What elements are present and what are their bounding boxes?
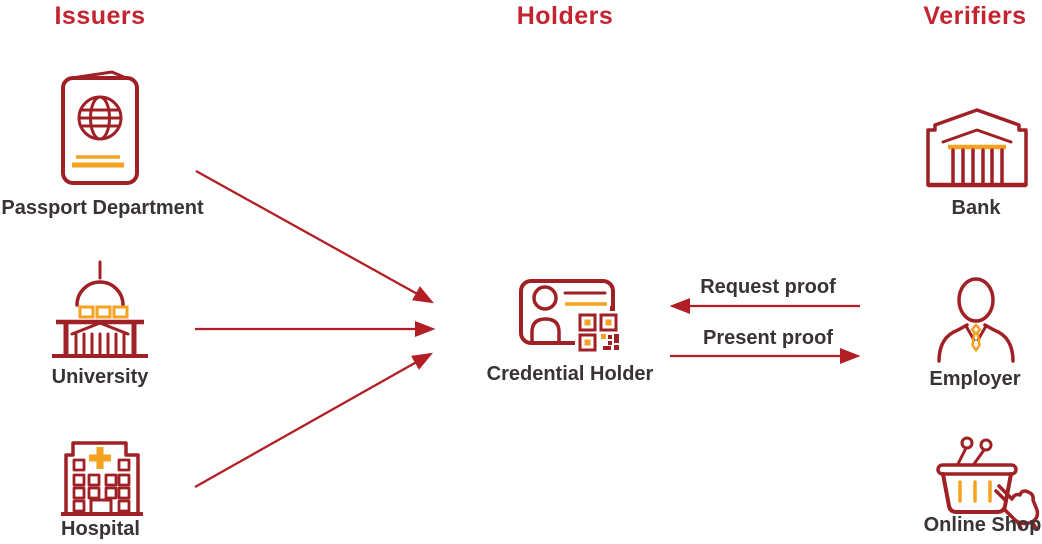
holder-label-credential-holder: Credential Holder bbox=[486, 363, 654, 385]
column-header-verifiers: Verifiers bbox=[923, 2, 1027, 30]
request-proof-label: Request proof bbox=[700, 276, 836, 298]
column-header-issuers: Issuers bbox=[54, 2, 146, 30]
node-hospital: Hospital bbox=[18, 434, 183, 544]
column-header-holders: Holders bbox=[516, 2, 614, 30]
issuer-label-passport-department: Passport Department bbox=[1, 197, 204, 219]
present-proof-label: Present proof bbox=[702, 327, 834, 349]
hospital-icon bbox=[61, 441, 143, 516]
shopping-basket-icon bbox=[936, 436, 1040, 530]
university-icon bbox=[52, 260, 148, 358]
node-credential-holder: Credential Holder bbox=[470, 279, 670, 389]
issuer-label-hospital: Hospital bbox=[61, 518, 140, 540]
node-online-shop: Online Shop bbox=[875, 424, 1042, 544]
node-employer: Employer bbox=[875, 275, 1042, 395]
issuer-label-university: University bbox=[51, 366, 149, 388]
id-card-icon bbox=[519, 279, 623, 354]
passport-icon bbox=[61, 70, 139, 185]
arrow-passport-to-holder bbox=[195, 169, 435, 304]
node-university: University bbox=[20, 256, 180, 391]
bank-icon bbox=[926, 108, 1028, 188]
verifier-label-online-shop: Online Shop bbox=[923, 514, 1042, 536]
employer-icon bbox=[937, 277, 1015, 363]
node-passport-department: Passport Department bbox=[0, 68, 205, 228]
arrow-hospital-to-holder bbox=[194, 352, 434, 489]
node-bank: Bank bbox=[876, 107, 1042, 227]
verifier-label-employer: Employer bbox=[929, 368, 1021, 390]
verifier-label-bank: Bank bbox=[951, 197, 1001, 219]
